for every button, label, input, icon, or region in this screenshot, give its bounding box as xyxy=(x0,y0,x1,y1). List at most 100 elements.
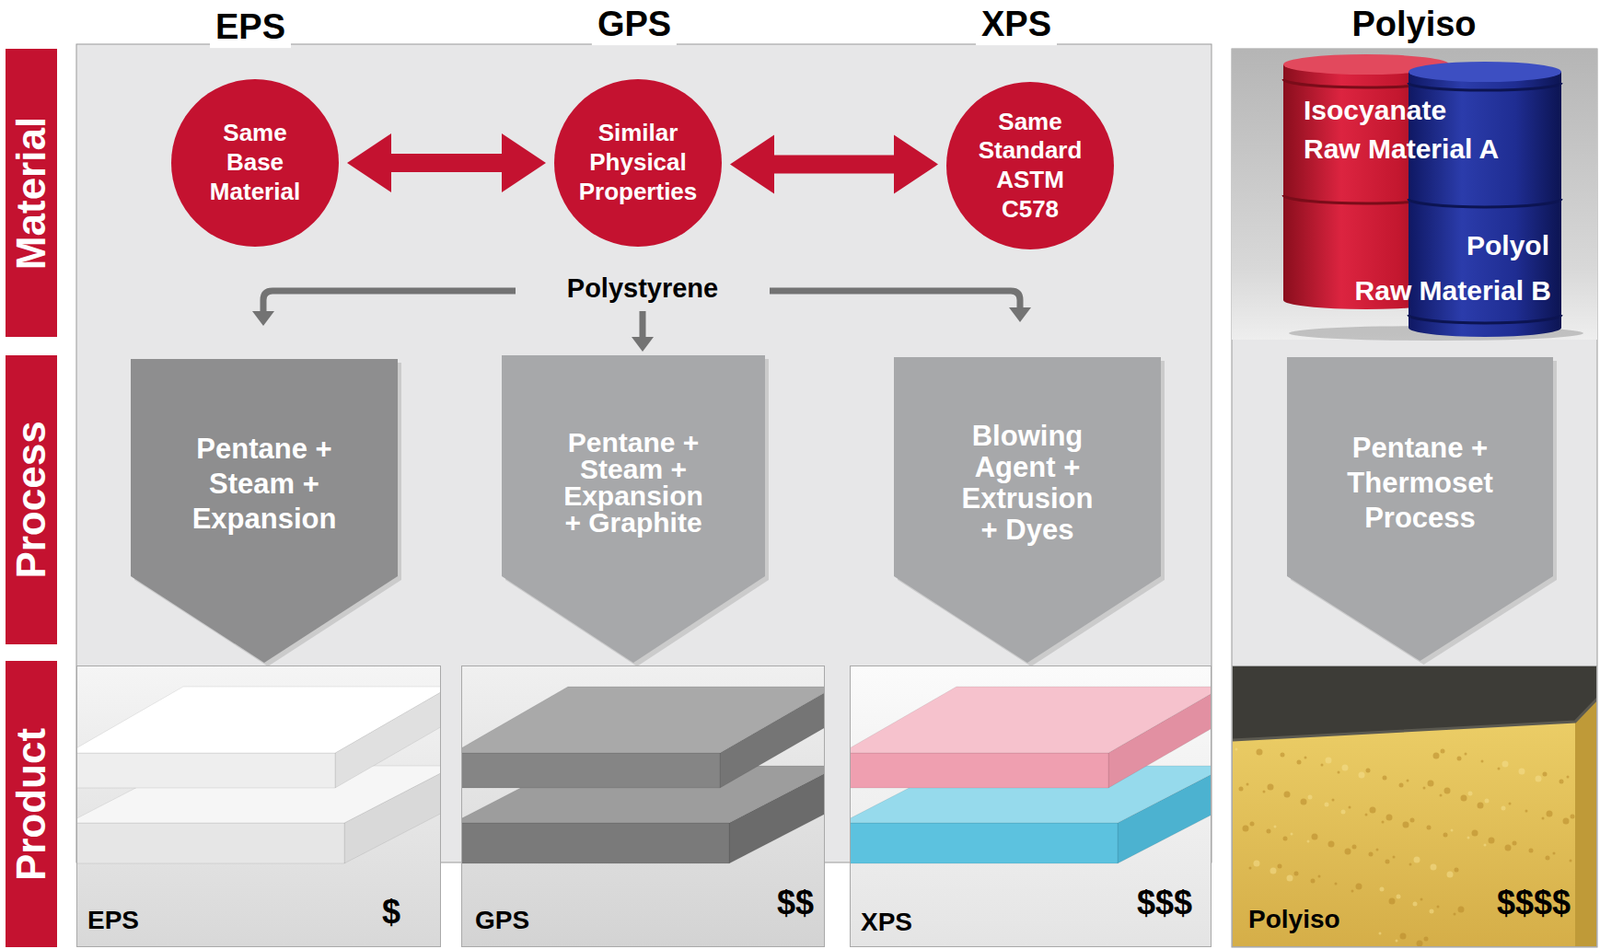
double-arrow xyxy=(347,133,546,193)
chevron-fill xyxy=(893,357,1161,663)
foam-pore xyxy=(1420,898,1424,902)
process-chevron: Pentane + Steam + Expansion xyxy=(130,359,398,663)
text-holder: GPS xyxy=(475,906,530,936)
drum-label: Raw Material B xyxy=(1355,275,1552,308)
foam-pore xyxy=(1342,765,1349,772)
foam-pore xyxy=(1385,859,1391,865)
text-holder: $$$$ xyxy=(1496,884,1571,922)
price-mark: $$ xyxy=(776,884,814,922)
slab-edge xyxy=(850,823,1118,864)
text-holder: XPS xyxy=(860,908,913,938)
product-illustration xyxy=(462,666,825,948)
property-circle: Same Standard ASTM C578 xyxy=(946,81,1114,250)
foam-pore xyxy=(1334,882,1338,886)
drum-label: Isocyanate xyxy=(1303,94,1447,128)
foam-pore xyxy=(1508,802,1512,806)
foam-pore xyxy=(1464,753,1468,756)
foam-pore xyxy=(1488,837,1496,845)
column-heading: Polyiso xyxy=(1345,4,1482,46)
price-mark: $$$$ xyxy=(1496,884,1571,922)
slab-edge xyxy=(462,753,720,789)
band-title: Material xyxy=(11,115,52,269)
text-holder: EPS xyxy=(87,906,140,936)
label-holder: Polyol xyxy=(1466,230,1550,263)
foam-pore xyxy=(1399,783,1404,789)
foam-pore xyxy=(1321,764,1324,767)
foam-pore xyxy=(1300,799,1308,806)
foam-pore xyxy=(1468,791,1473,797)
text-holder: $$ xyxy=(776,884,814,922)
column-heading: GPS xyxy=(591,4,677,46)
circle-text: Same Base Material xyxy=(193,118,317,207)
label-holder: Raw Material B xyxy=(1355,275,1552,308)
foam-pore xyxy=(1249,867,1253,870)
foam-pore xyxy=(1406,779,1410,783)
text-holder: Same Standard ASTM C578 xyxy=(968,107,1092,225)
foam-pore xyxy=(1400,933,1407,940)
circle-fill xyxy=(171,79,339,247)
foam-pore xyxy=(1341,810,1346,815)
foam-pore xyxy=(1427,780,1435,788)
slab-face xyxy=(462,686,825,754)
foam-pore xyxy=(1379,932,1382,936)
section-band: Material xyxy=(5,48,58,337)
product-name: EPS xyxy=(87,906,140,936)
foam-pore xyxy=(1337,771,1341,775)
foam-pore xyxy=(1553,852,1556,856)
board-stack xyxy=(850,686,1212,864)
process-chevron: Blowing Agent + Extrusion + Dyes xyxy=(893,357,1161,663)
slab-face xyxy=(77,686,441,754)
blue-drum-lid xyxy=(1408,61,1562,82)
foam-pore xyxy=(1382,776,1388,781)
chevron-fill xyxy=(501,355,766,663)
process-chevron: Pentane + Steam + Expansion + Graphite xyxy=(501,355,766,663)
slab-edge xyxy=(77,823,345,864)
foam-pore xyxy=(1263,790,1266,794)
foam-pore xyxy=(1366,768,1371,774)
foam-pore xyxy=(1311,834,1319,841)
text-holder: Blowing Agent + Extrusion + Dyes xyxy=(893,420,1161,546)
foam-pore xyxy=(1433,753,1440,760)
foam-pore xyxy=(1457,756,1462,762)
foam-pore xyxy=(1559,779,1565,785)
foam-pore xyxy=(1484,844,1487,847)
foam-pore xyxy=(1270,868,1277,875)
foam-pore xyxy=(1525,810,1529,813)
foam-pore xyxy=(1304,756,1308,760)
foam-pore xyxy=(1308,795,1313,800)
foam-pore xyxy=(1365,813,1369,817)
facer-edge xyxy=(1232,697,1598,741)
label-holder: GPS xyxy=(591,4,677,46)
foam-pore xyxy=(1410,818,1415,824)
label-holder: Polystyrene xyxy=(567,273,719,304)
foam-pore xyxy=(1414,857,1421,864)
chevron-fill xyxy=(130,359,398,663)
foam-pore xyxy=(1437,905,1440,909)
foam-pore xyxy=(1277,864,1283,870)
foam-pore xyxy=(1563,818,1570,825)
circle-fill xyxy=(946,81,1114,250)
product-photo: Polyiso$$$$ xyxy=(1231,665,1598,948)
band-title: Product xyxy=(11,727,52,881)
foam-pore xyxy=(1444,788,1451,795)
foam-pore xyxy=(1529,848,1534,854)
process-text: Blowing Agent + Extrusion + Dyes xyxy=(962,420,1094,546)
flow-arrow-right xyxy=(769,290,1021,310)
foam-pore xyxy=(1294,871,1299,877)
text-holder: Same Base Material xyxy=(193,118,317,207)
foam-pore xyxy=(1352,845,1357,850)
foam-pore xyxy=(1392,856,1396,859)
foam-pore xyxy=(1460,795,1468,802)
foam-pore xyxy=(1501,806,1507,812)
foam-pore xyxy=(1246,783,1250,787)
material-label: Polystyrene xyxy=(567,273,719,304)
foam-pore xyxy=(1535,776,1543,783)
foam-pore xyxy=(1351,890,1355,893)
foam-pore xyxy=(1440,749,1446,754)
section-band: Product xyxy=(5,660,58,948)
foam-pore xyxy=(1447,871,1454,879)
foam-pore xyxy=(1379,887,1385,893)
drum-label: Polyol xyxy=(1466,230,1550,263)
foam-pore xyxy=(1439,794,1443,798)
